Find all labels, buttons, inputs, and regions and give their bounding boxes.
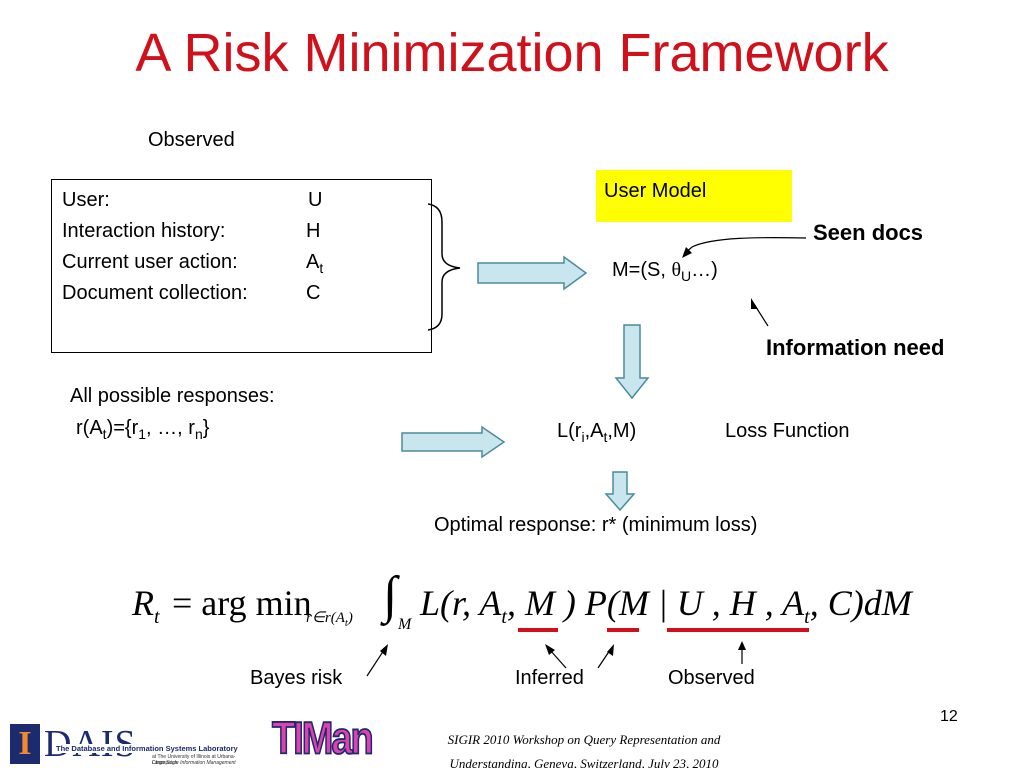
slide-title: A Risk Minimization Framework xyxy=(135,23,889,83)
row-label: Interaction history: xyxy=(62,220,226,242)
resp-part: , …, r xyxy=(146,417,195,439)
eq-body: L(r, At, M ) P(M | U , H , At, C)dM xyxy=(420,582,912,629)
loss-formula: L(ri,At,M) xyxy=(557,420,636,445)
eq-body-sub: t xyxy=(501,606,507,629)
timan-logo: TIMan xyxy=(268,712,374,765)
inferred-arrow-left xyxy=(549,649,567,669)
loss-sub: i xyxy=(581,429,585,445)
responses-line2: r(At)={r1, …, rn} xyxy=(76,417,209,442)
eq-R-sub: t xyxy=(154,606,160,629)
loss-function-label: Loss Function xyxy=(725,420,850,442)
eq-body-sub: t xyxy=(804,606,810,629)
theta-sub: U xyxy=(681,268,692,284)
row-value: A xyxy=(306,251,320,273)
inferred-arrow-right xyxy=(597,649,611,669)
user-model-box: User Model xyxy=(596,170,792,222)
row-value-sub: t xyxy=(319,260,324,276)
dais-tag1: at The University of Illinois at Urbana-… xyxy=(152,754,236,766)
inferred-arrowhead-left xyxy=(545,644,555,655)
model-formula-pre: M=(S, xyxy=(612,259,672,281)
loss-part: ,A xyxy=(584,420,604,442)
observed-heading: Observed xyxy=(148,129,235,151)
user-model-label: User Model xyxy=(604,180,707,202)
row-value: H xyxy=(306,220,321,242)
box-row-user: User: U xyxy=(62,189,322,212)
optimal-response: Optimal response: r* (minimum loss) xyxy=(434,514,758,536)
block-arrow-down-1 xyxy=(614,324,650,400)
row-label: Document collection: xyxy=(62,282,248,304)
footer-line1: SIGIR 2010 Workshop on Query Representat… xyxy=(447,732,721,747)
eq-sub-close: ) xyxy=(347,610,353,626)
eq-body-part: L(r, A xyxy=(420,583,502,623)
resp-part: } xyxy=(202,417,210,439)
loss-part: L(r xyxy=(557,420,582,442)
eq-integral-sub: M xyxy=(398,616,412,633)
box-row-action: Current user action: At xyxy=(62,251,323,276)
dais-logo: I DAIS The Database and Information Syst… xyxy=(10,723,260,766)
eq-body-part: , M ) P(M | U , H , A xyxy=(506,583,805,623)
eq-sub-part: r∈r(A xyxy=(306,610,345,626)
eq-R-letter: R xyxy=(132,583,154,623)
model-formula-post: …) xyxy=(691,259,718,281)
seen-docs-arrowhead xyxy=(682,247,692,258)
bayes-risk-label: Bayes risk xyxy=(250,667,343,689)
bayes-risk-arrow xyxy=(366,649,385,677)
dais-i-icon: I xyxy=(10,724,40,764)
seen-docs-arrow xyxy=(683,236,807,255)
info-need-arrowhead xyxy=(751,298,758,309)
row-label: Current user action: xyxy=(62,251,238,273)
row-value: U xyxy=(308,189,323,211)
row-value: C xyxy=(306,282,321,304)
dais-tag2: Large Scale Information Management xyxy=(152,760,236,766)
observed-bottom-label: Observed xyxy=(668,667,755,689)
seen-docs-label: Seen docs xyxy=(813,220,924,245)
model-formula: M=(S, θU…) xyxy=(612,259,718,284)
resp-part: r(A xyxy=(76,417,103,439)
responses-line1: All possible responses: xyxy=(70,385,275,407)
resp-sub: n xyxy=(194,426,203,442)
eq-body-part: , C)dM xyxy=(809,583,912,623)
block-arrow-down-2 xyxy=(604,471,636,512)
observed-box: User: U Interaction history: H Current u… xyxy=(51,179,432,353)
page-number: 12 xyxy=(940,708,958,725)
timan-text: TIMan xyxy=(271,713,374,765)
resp-part: )={r xyxy=(106,417,139,439)
bayes-risk-arrowhead xyxy=(380,644,388,656)
dais-lab-name: The Database and Information Systems Lab… xyxy=(54,744,240,753)
eq-sub-t: t xyxy=(344,618,348,629)
block-arrow-right-1 xyxy=(477,255,588,291)
row-label: User: xyxy=(62,189,110,211)
curly-brace xyxy=(427,203,461,331)
underline-observed xyxy=(667,628,809,632)
observed-arrowhead xyxy=(738,641,746,650)
block-arrow-right-2 xyxy=(401,425,506,459)
theta-symbol: θ xyxy=(671,259,682,281)
loss-part: ,M) xyxy=(607,420,637,442)
eq-R: Rt xyxy=(132,582,160,629)
resp-sub: 1 xyxy=(138,426,147,442)
resp-sub: t xyxy=(102,426,107,442)
eq-argmin: = arg min xyxy=(172,583,312,623)
box-row-collection: Document collection: C xyxy=(62,282,320,305)
eq-argmin-sub: r∈r(At) xyxy=(306,608,353,629)
information-need-label: Information need xyxy=(766,335,945,360)
loss-sub: t xyxy=(603,429,608,445)
inferred-label: Inferred xyxy=(515,667,584,689)
underline-inferred-2 xyxy=(607,628,639,632)
footer-line2: Understanding, Geneva, Switzerland, July… xyxy=(449,756,719,768)
inferred-arrowhead-right xyxy=(607,644,614,656)
box-row-history: Interaction history: H xyxy=(62,220,320,243)
underline-inferred-1 xyxy=(518,628,558,632)
eq-integral: ∫ xyxy=(383,567,398,624)
